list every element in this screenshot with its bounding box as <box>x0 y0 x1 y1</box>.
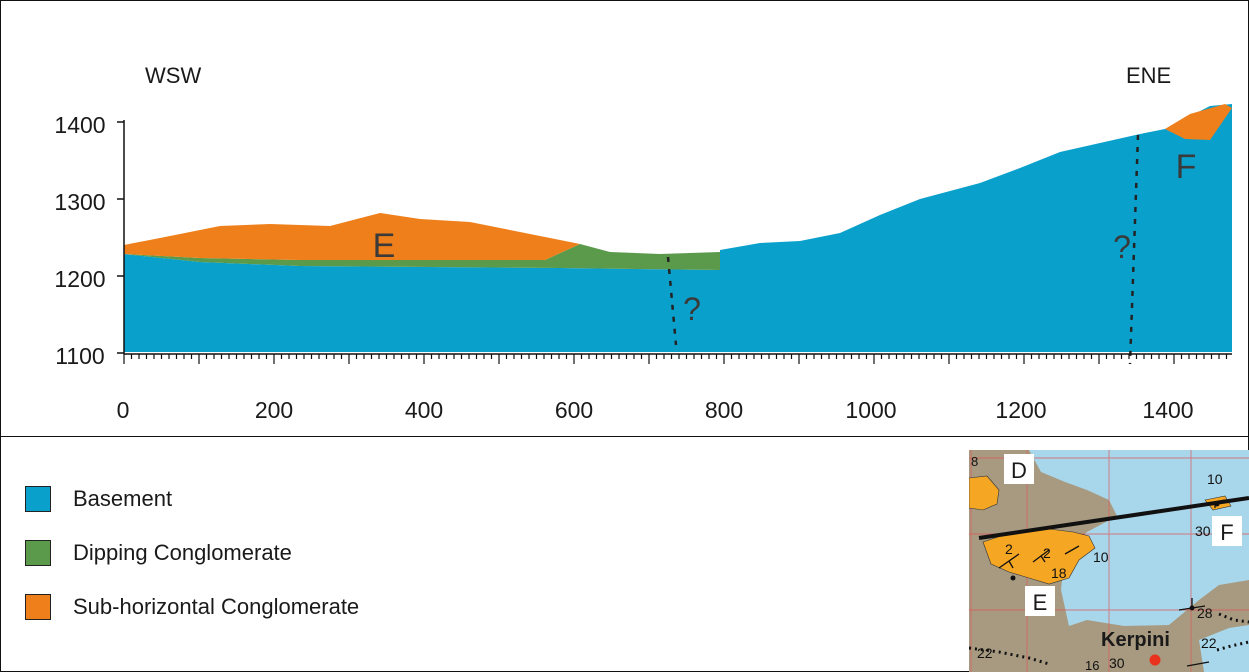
x-tick-label: 800 <box>705 397 743 423</box>
cross-section: 1400 1300 1200 1100 0 200 400 600 800 10… <box>54 63 1232 423</box>
town-marker <box>1149 654 1161 666</box>
x-tick-label: 200 <box>255 397 293 423</box>
legend-swatch-subhorizontal <box>25 594 51 620</box>
y-tick-label: 1200 <box>54 266 105 292</box>
dip-value: 2 <box>1005 541 1013 557</box>
legend-swatch-basement <box>25 486 51 512</box>
section-divider <box>0 436 1249 437</box>
unit-label-f: F <box>1176 148 1197 186</box>
fault-line-right <box>1128 134 1140 365</box>
x-tick-label: 1000 <box>845 397 896 423</box>
x-tick-label: 0 <box>117 397 130 423</box>
dip-value: 30 <box>1195 523 1211 539</box>
legend-label: Sub-horizontal Conglomerate <box>73 594 360 619</box>
legend-item-subhorizontal: Sub-horizontal Conglomerate <box>25 594 359 620</box>
x-tick-label: 400 <box>405 397 443 423</box>
legend-item-basement: Basement <box>25 486 359 512</box>
map-point <box>1189 605 1195 611</box>
direction-label-ene: ENE <box>1126 63 1171 88</box>
map-label-e: E <box>1033 590 1048 615</box>
legend-swatch-dipping <box>25 540 51 566</box>
y-tick-label: 1300 <box>54 189 105 215</box>
question-mark: ? <box>683 291 701 327</box>
question-mark: ? <box>1113 229 1131 265</box>
map-water <box>1029 450 1249 626</box>
legend: Basement Dipping Conglomerate Sub-horizo… <box>25 486 359 648</box>
legend-item-dipping: Dipping Conglomerate <box>25 540 359 566</box>
inset-map: D E F 8 2 2 18 10 10 30 28 22 22 30 16 K… <box>969 450 1249 672</box>
dip-value: 30 <box>1109 655 1125 671</box>
y-tick-label: 1400 <box>54 112 105 138</box>
subhorizontal-conglomerate-e <box>124 213 580 260</box>
map-label-box-f <box>1212 516 1242 546</box>
legend-label: Dipping Conglomerate <box>73 540 292 565</box>
legend-label: Basement <box>73 486 173 511</box>
dip-value: 2 <box>1043 545 1051 561</box>
map-point <box>1214 501 1220 507</box>
town-label: Kerpini <box>1101 629 1170 651</box>
subhorizontal-conglomerate-f <box>1165 104 1232 140</box>
map-label-d: D <box>1011 458 1027 483</box>
dip-value: 10 <box>1207 471 1223 487</box>
map-label-box-e <box>1025 586 1055 616</box>
fault-line-left <box>666 256 678 346</box>
unit-label-e: E <box>373 227 396 265</box>
dip-value: 28 <box>1197 605 1213 621</box>
dip-value: 18 <box>1051 565 1067 581</box>
dip-value: 22 <box>977 645 993 661</box>
basement-unit <box>124 104 1232 352</box>
dip-value: 22 <box>1201 635 1217 651</box>
dip-value: 10 <box>1093 549 1109 565</box>
dip-value: 16 <box>1085 658 1099 672</box>
map-conglomerate-d <box>969 475 1000 511</box>
direction-label-wsw: WSW <box>145 63 201 88</box>
section-line <box>978 496 1249 540</box>
map-label-f: F <box>1220 520 1233 545</box>
y-tick-label: 1100 <box>55 343 104 369</box>
dip-value: 8 <box>971 454 978 469</box>
map-point <box>1010 575 1016 581</box>
map-label-box-d <box>1004 454 1034 484</box>
dipping-conglomerate-unit <box>124 244 720 270</box>
x-tick-label: 1200 <box>995 397 1046 423</box>
x-tick-label: 1400 <box>1142 397 1193 423</box>
x-tick-label: 600 <box>555 397 593 423</box>
